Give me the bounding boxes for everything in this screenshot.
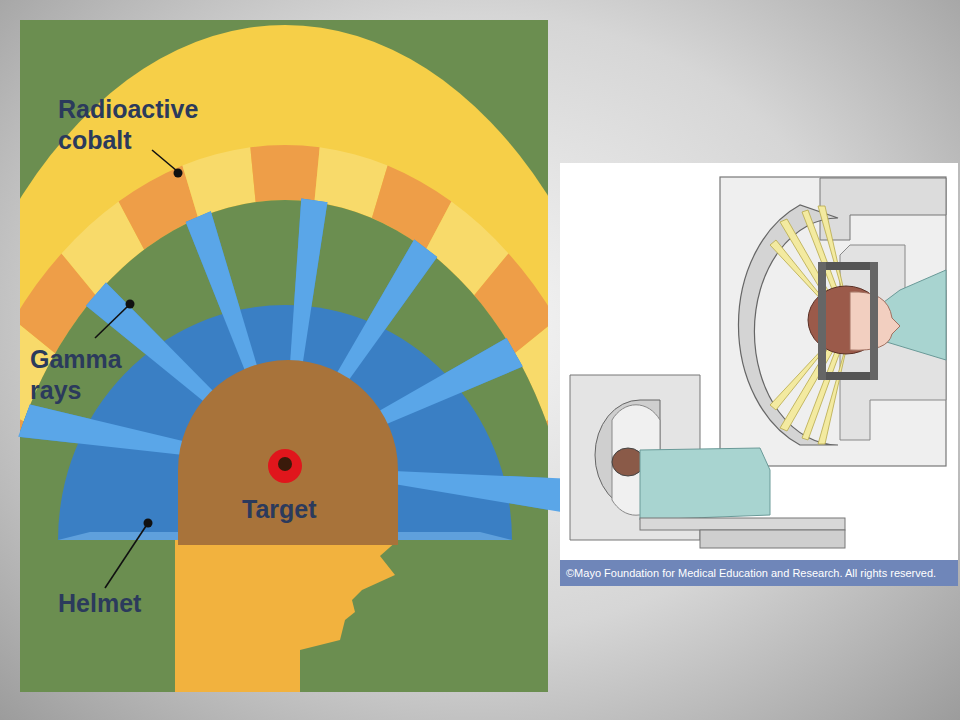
- head: [178, 360, 398, 545]
- gamma-knife-machine: [570, 375, 845, 548]
- leader-dot: [144, 519, 153, 528]
- green-gap: [20, 200, 548, 692]
- part-label: Helmet: [58, 588, 141, 619]
- right-panel: [560, 163, 958, 586]
- face-profile: [175, 540, 398, 692]
- copyright-bar: [560, 560, 958, 586]
- part-label: Target: [242, 494, 317, 525]
- leader-line: [95, 306, 128, 338]
- close-up-view: [720, 177, 946, 466]
- copyright-note: ©Mayo Foundation for Medical Education a…: [566, 566, 936, 580]
- leader-line: [152, 150, 177, 171]
- leader-dot: [126, 300, 135, 309]
- cobalt-source: [250, 145, 319, 202]
- cobalt-band: [20, 25, 548, 692]
- target: [268, 449, 302, 483]
- part-label: Radioactive cobalt: [58, 94, 258, 156]
- target-core: [278, 457, 292, 471]
- gamma-rays-in-helmet: [18, 199, 570, 514]
- leader-dot: [174, 169, 183, 178]
- part-label: Gamma rays: [30, 344, 140, 406]
- cobalt-band-inner: [20, 150, 548, 692]
- leader-line: [105, 526, 146, 588]
